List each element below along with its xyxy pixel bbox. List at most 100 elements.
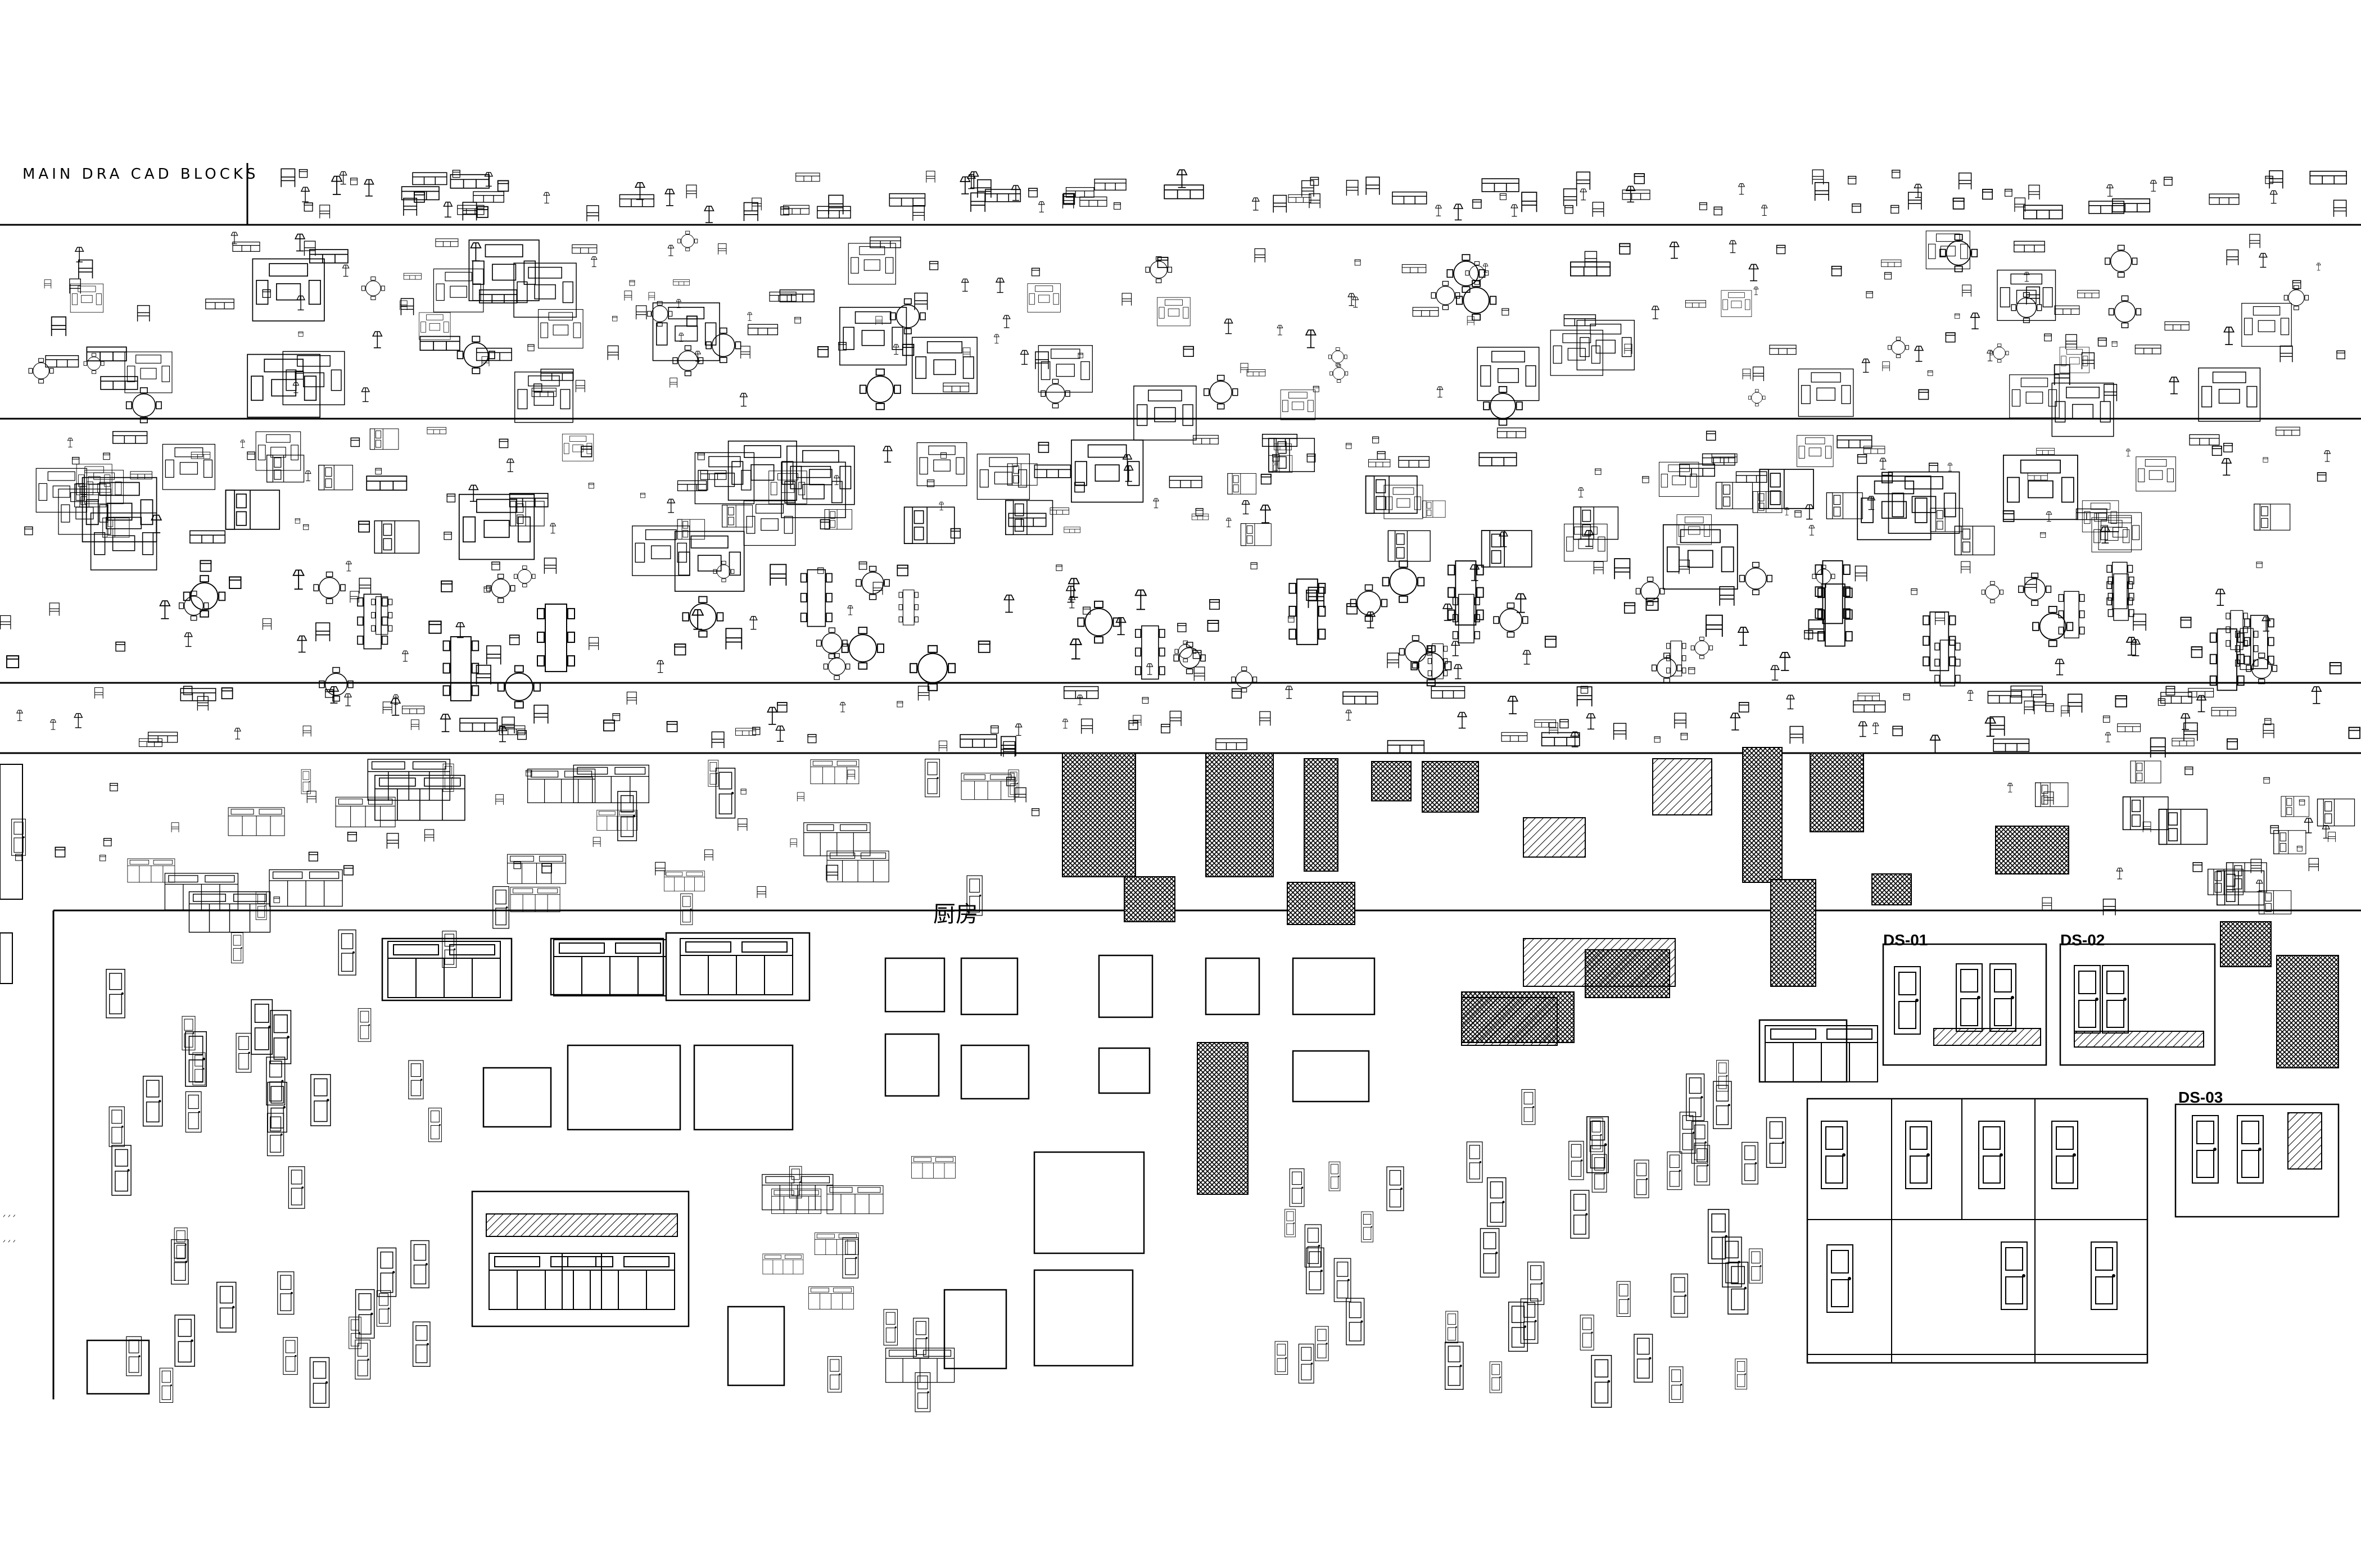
cabinetElev-symbol (510, 887, 560, 912)
kitchen-plan-drawings (86, 954, 1878, 1395)
elevChair-symbol (1576, 171, 1591, 191)
doorElev-symbol (255, 891, 267, 920)
lamp-symbol (67, 437, 73, 447)
chairTop-symbol (2223, 443, 2233, 452)
elevChair-symbol (1584, 251, 1598, 268)
lamp-symbol (390, 697, 401, 716)
sofaTop-symbol (943, 382, 970, 392)
diningLong-symbol (1427, 643, 1448, 679)
lamp-symbol (1738, 183, 1745, 195)
lamp-symbol (2256, 880, 2263, 892)
sofaTop-symbol (889, 193, 926, 207)
roundTable-symbol (823, 653, 851, 680)
cabinetElev-symbol (814, 1232, 859, 1255)
doorElev-symbol (1570, 1190, 1590, 1239)
lamp-symbol (1515, 593, 1527, 613)
lamp-symbol (159, 600, 171, 619)
chairTop-symbol (1794, 510, 1802, 518)
roundTable-symbol (1748, 389, 1766, 406)
lamp-symbol (1469, 564, 1480, 581)
chairTop-symbol (6, 655, 20, 668)
sofaTop-symbol (2036, 448, 2055, 455)
detail-sheet-grid (1806, 1098, 2149, 1364)
chairTop-symbol (1654, 736, 1661, 743)
band-rules (0, 224, 2361, 1399)
elevChair-symbol (2024, 700, 2035, 715)
lamp-symbol (1578, 487, 1584, 497)
chairTop-symbol (343, 865, 354, 876)
elevChair-symbol (2142, 821, 2151, 833)
lamp-symbol (2262, 616, 2271, 632)
lamp-symbol (883, 446, 893, 463)
lamp-symbol (301, 187, 310, 202)
chairTop-symbol (581, 446, 592, 457)
doorElev-symbol (1716, 1060, 1729, 1092)
sofaTop-symbol (427, 427, 446, 434)
chairTop-symbol (1038, 442, 1050, 453)
elevChair-symbol (78, 259, 93, 279)
chairTop-symbol (1354, 259, 1361, 266)
lamp-symbol (2116, 867, 2123, 880)
sofaTop-symbol (1622, 189, 1650, 200)
chairTop-symbol (666, 720, 678, 732)
lamp-symbol (240, 439, 245, 448)
elevChair-symbol (410, 719, 419, 731)
elevChair-symbol (686, 184, 697, 199)
elevChair-symbol (306, 791, 316, 804)
sofaTop-symbol (2054, 305, 2080, 315)
chairTop-symbol (273, 896, 280, 903)
chairTop-symbol (1177, 623, 1187, 632)
chairTop-symbol (603, 719, 615, 732)
lamp-symbol (2106, 184, 2114, 197)
lamp-symbol (1345, 709, 1352, 720)
lamp-symbol (1967, 690, 1974, 701)
lamp-symbol (364, 179, 374, 197)
chairTop-symbol (858, 561, 867, 570)
doorElev-symbol (355, 1289, 375, 1339)
elevChair-symbol (1814, 182, 1829, 202)
doorElev-symbol (1694, 1145, 1710, 1186)
lamp-symbol (1586, 713, 1596, 730)
doorElev-symbol (108, 1106, 125, 1147)
lamp-symbol (664, 188, 675, 206)
diningLong-symbol (1288, 578, 1326, 645)
elevChair-symbol (424, 829, 435, 842)
elevChair-symbol (1789, 726, 1804, 745)
bedTop-symbol (2273, 830, 2306, 854)
bedTop-symbol (1240, 523, 1272, 546)
sofaTop-symbol (2211, 707, 2236, 717)
chairTop-symbol (2184, 766, 2193, 776)
elevChair-symbol (171, 822, 179, 833)
chairTop-symbol (1892, 726, 1903, 736)
lamp-symbol (1453, 203, 1463, 221)
elevChair-symbol (281, 168, 296, 188)
lamp-symbol (1867, 496, 1875, 510)
diningLong-symbol (1135, 625, 1165, 680)
sofaTop-symbol (1853, 700, 1886, 713)
lamp-symbol (1435, 205, 1442, 216)
lamp-symbol (1146, 663, 1154, 675)
elevChair-symbol (2249, 234, 2260, 249)
roundTable-symbol (456, 336, 495, 374)
chairTop-symbol (298, 332, 304, 337)
lamp-symbol (2259, 253, 2268, 268)
bedTop-symbol (903, 506, 955, 544)
diningLong-symbol (537, 603, 575, 672)
chairTop-symbol (929, 261, 939, 270)
livingSet-symbol (1280, 389, 1316, 420)
chairTop-symbol (1680, 733, 1688, 740)
sofaTop-symbol (1274, 443, 1292, 451)
elevChair-symbol (2043, 791, 2054, 805)
chairTop-symbol (541, 863, 552, 874)
bedTop-symbol (1752, 491, 1783, 513)
elevChair-symbol (670, 378, 678, 388)
lamp-symbol (1003, 594, 1015, 613)
bedTop-symbol (2254, 504, 2291, 531)
doorElev-symbol (1766, 1117, 1786, 1168)
lamp-symbol (747, 312, 753, 321)
chairTop-symbol (358, 520, 370, 533)
chairTop-symbol (308, 851, 318, 862)
livingSet-symbol (652, 302, 720, 361)
chairTop-symbol (2164, 176, 2173, 186)
sofaTop-symbol (1863, 446, 1885, 454)
